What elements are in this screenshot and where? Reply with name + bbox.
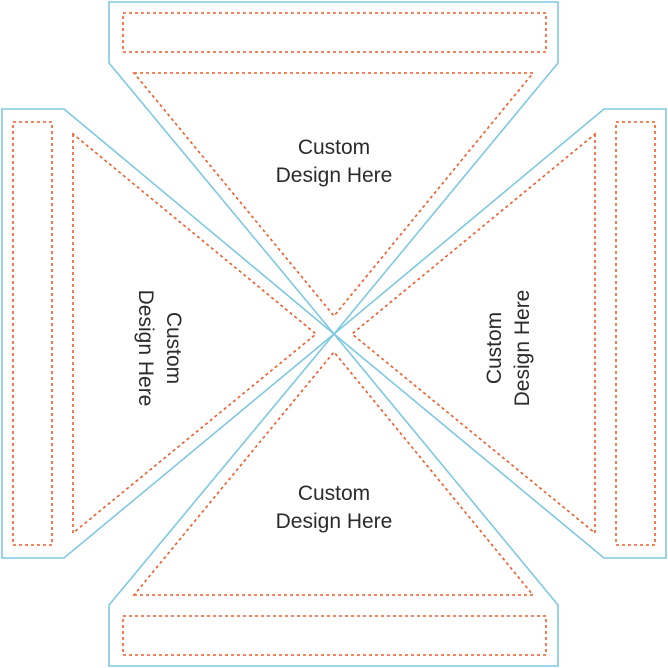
cut-outline-left <box>1 108 336 559</box>
panel-top: Custom Design Here <box>108 1 559 336</box>
cut-outline-right <box>332 108 667 559</box>
panel-text-line2: Design Here <box>134 290 157 407</box>
safe-area-triangle-left <box>72 132 318 535</box>
panel-right: Custom Design Here <box>332 108 667 559</box>
panel-bottom: Custom Design Here <box>108 332 559 667</box>
safe-area-flap-bottom <box>122 615 547 656</box>
cut-outline-top <box>108 1 559 336</box>
safe-area-flap-left <box>12 121 53 546</box>
safe-area-triangle-bottom <box>132 350 535 596</box>
panel-text-line2: Design Here <box>276 510 393 533</box>
safe-area-flap-top <box>122 12 547 53</box>
panel-text-line1: Custom <box>162 312 185 384</box>
panel-text-line2: Design Here <box>276 164 393 187</box>
panel-left: Custom Design Here <box>1 108 336 559</box>
panel-text-line1: Custom <box>483 312 506 384</box>
safe-area-flap-right <box>615 121 656 546</box>
safe-area-triangle-top <box>132 72 535 318</box>
panel-text-line1: Custom <box>298 136 370 159</box>
safe-area-triangle-right <box>350 132 596 535</box>
cut-outline-bottom <box>108 332 559 667</box>
panel-text-line2: Design Here <box>511 290 534 407</box>
panel-text-line1: Custom <box>298 482 370 505</box>
